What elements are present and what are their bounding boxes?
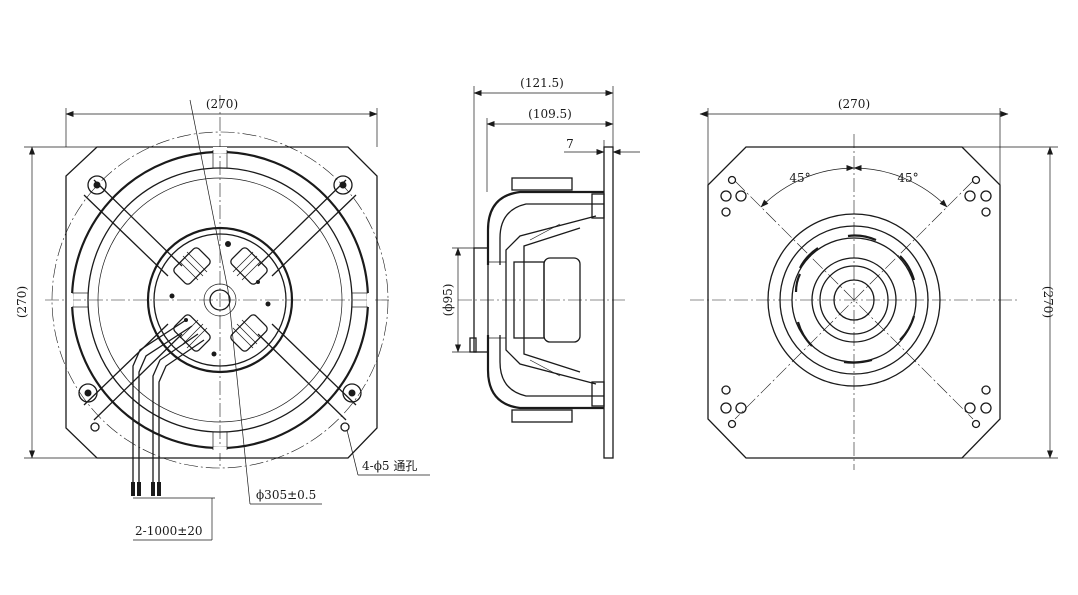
side-strut-top: [486, 190, 604, 265]
rear-inlet-outer: [767, 213, 941, 387]
front-cable-label: 2-1000±20: [135, 524, 203, 538]
rear-mounting-holes: [720, 175, 992, 429]
front-ring-inner: [87, 167, 353, 433]
side-depth-body-label: (109.5): [528, 107, 572, 121]
side-flange: [603, 146, 614, 459]
side-hub-diameter-label: (ϕ95): [441, 284, 455, 317]
front-view: (270) (270) ϕ305±0.5 4-ϕ5 通孔 2-1000±20: [15, 95, 430, 541]
side-flange-label: 7: [566, 137, 574, 151]
rear-angle-left-label: 45°: [789, 171, 810, 185]
front-cables: [132, 319, 205, 496]
rear-view: 45° 45°: [690, 97, 1058, 470]
side-view: (121.5) (109.5) 7 (ϕ95): [441, 76, 640, 459]
front-mounting-holes: [78, 175, 362, 432]
front-holes-label: 4-ϕ5 通孔: [362, 459, 417, 473]
rear-height-label: (270): [1041, 286, 1055, 318]
rear-width-label: (270): [838, 97, 870, 111]
front-plate-outline: [65, 146, 378, 459]
side-strut-bottom: [486, 335, 604, 410]
front-diameter-label: ϕ305±0.5: [256, 488, 316, 502]
rear-angle-right-label: 45°: [897, 171, 918, 185]
side-depth-total-label: (121.5): [520, 76, 564, 90]
front-width-label: (270): [206, 97, 238, 111]
front-height-label: (270): [15, 286, 29, 318]
front-winding-pads: [173, 247, 268, 352]
rear-impeller-blades: [794, 234, 916, 364]
front-hub-outer: [146, 226, 294, 374]
